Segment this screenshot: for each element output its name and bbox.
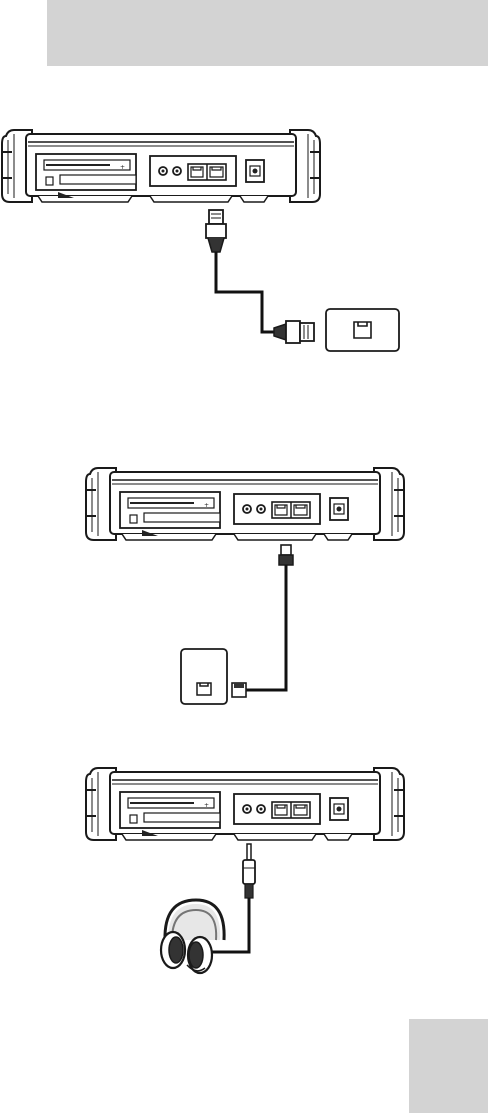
headphones-icon [161,900,224,973]
laptop-icon [86,768,404,840]
page-tab [409,1019,488,1113]
figure-headphone-connection [86,768,404,973]
ethernet-cable [216,252,274,332]
telephone-cable [246,565,286,690]
phone-jack-icon [181,649,227,704]
laptop-icon [2,130,320,202]
figure-modem-connection [86,468,404,704]
rj11-plug-icon [232,683,246,697]
network-jack-icon [326,309,399,351]
audio-plug-icon [243,844,255,898]
rj11-plug-icon [279,545,293,565]
rj45-plug-icon [206,210,226,252]
rj45-plug-icon [274,321,314,343]
figure-lan-connection [2,130,399,351]
laptop-icon [86,468,404,540]
